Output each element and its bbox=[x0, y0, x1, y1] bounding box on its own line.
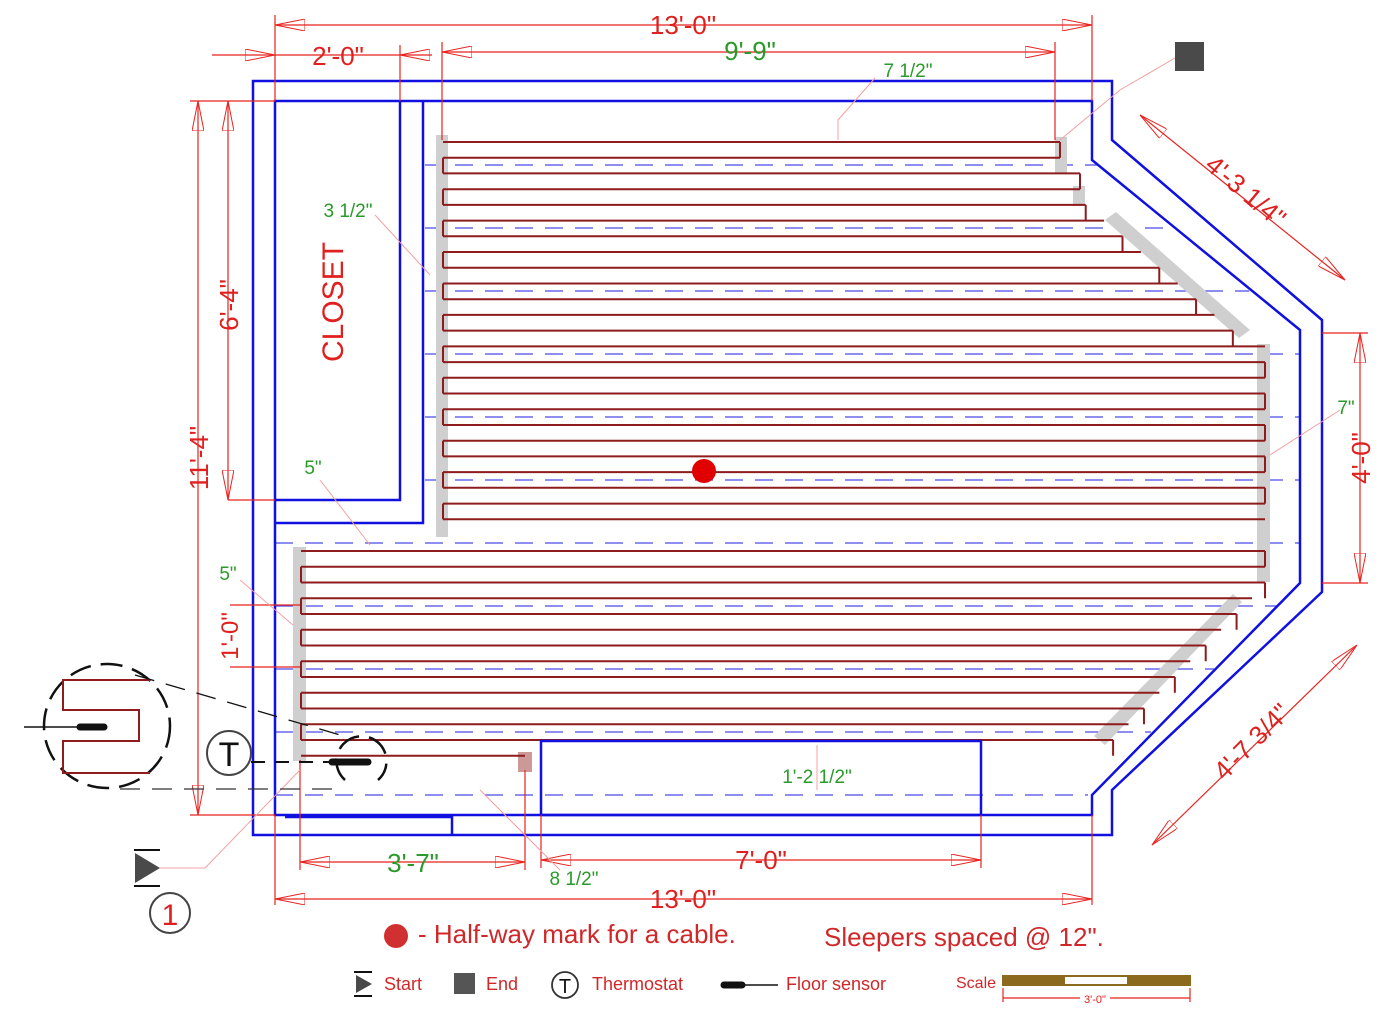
leader-lines bbox=[160, 57, 1341, 871]
legend-thermostat: Thermostat bbox=[592, 974, 683, 994]
clearance-closet-side: 3 1/2" bbox=[323, 201, 372, 222]
cabinet-outline bbox=[539, 739, 983, 817]
clearance-bottom-end: 8 1/2" bbox=[549, 869, 598, 890]
dim-overall-width-top: 13'-0" bbox=[650, 10, 716, 40]
dim-closet-width: 2'-0" bbox=[312, 41, 364, 71]
dim-diagonal-upper: 4'-3 1/4" bbox=[1200, 149, 1292, 233]
legend-end: End bbox=[486, 974, 518, 994]
dim-cabinet-width: 7'-0" bbox=[735, 845, 787, 875]
closet-label: CLOSET bbox=[317, 242, 350, 362]
heating-cable bbox=[300, 141, 1266, 757]
start-number: 1 bbox=[162, 899, 179, 932]
thermostat: T bbox=[206, 730, 252, 776]
legend-thermostat-symbol: T bbox=[559, 976, 571, 998]
end-marker-icon bbox=[1175, 42, 1204, 71]
sensor-circle bbox=[335, 734, 388, 781]
clearance-cabinet: 1'-2 1/2" bbox=[782, 767, 852, 788]
start-marker-icon bbox=[134, 849, 160, 887]
sleeper-lines bbox=[275, 164, 1300, 796]
cable-run bbox=[300, 141, 1266, 757]
sensor-detail-callout bbox=[24, 662, 341, 790]
halfway-mark-icon bbox=[692, 459, 716, 483]
room-walls bbox=[251, 79, 1324, 837]
clearance-left-wall: 5" bbox=[219, 564, 236, 585]
dim-sensor-offset: 1'-0" bbox=[217, 612, 244, 660]
dim-heated-width: 9'-9" bbox=[724, 36, 776, 66]
legend-end-icon bbox=[454, 973, 475, 994]
clearance-top-right: 7 1/2" bbox=[883, 61, 932, 82]
legend-floor-sensor: Floor sensor bbox=[786, 974, 886, 994]
legend-scale: Scale bbox=[956, 975, 996, 992]
start-number-circle bbox=[149, 892, 191, 934]
note-halfway: - Half-way mark for a cable. bbox=[418, 919, 736, 949]
dim-right-wall: 4'-0" bbox=[1346, 432, 1376, 484]
dim-overall-depth: 11'-4" bbox=[184, 426, 214, 490]
dimension-lines bbox=[190, 15, 1368, 905]
legend-thermostat-icon bbox=[551, 971, 579, 999]
legend-start-icon bbox=[356, 975, 372, 993]
legend: Start End T Thermostat Floor sensor Scal… bbox=[354, 971, 1191, 1006]
note-sleepers: Sleepers spaced @ 12". bbox=[824, 922, 1104, 952]
dim-diagonal-lower: 4'-7 3/4" bbox=[1207, 697, 1295, 785]
dim-closet-depth: 6'-4" bbox=[214, 279, 244, 331]
halfway-legend-icon bbox=[384, 924, 408, 948]
scale-length: 3'-0" bbox=[1084, 994, 1106, 1006]
thermostat-symbol: T bbox=[219, 736, 240, 774]
dim-overall-width-bottom: 13'-0" bbox=[650, 884, 716, 914]
dim-bottom-left: 3'-7" bbox=[387, 848, 439, 878]
clearance-closet-bottom: 5" bbox=[304, 458, 321, 479]
clearance-right-wall: 7" bbox=[1337, 398, 1354, 419]
legend-start: Start bbox=[384, 974, 422, 994]
